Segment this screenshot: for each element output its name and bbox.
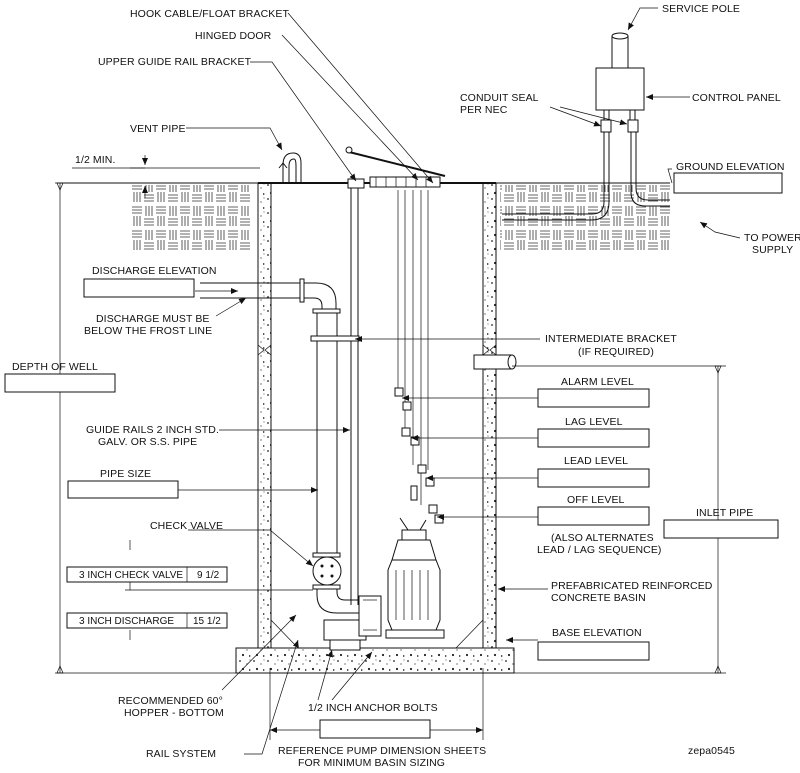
- label-to-power-2: SUPPLY: [752, 244, 793, 256]
- label-conduit-seal-1: CONDUIT SEAL: [460, 92, 539, 104]
- label-lag-level: LAG LEVEL: [565, 416, 623, 428]
- label-reference-1: REFERENCE PUMP DIMENSION SHEETS: [278, 745, 486, 757]
- vent-pipe: [278, 152, 302, 183]
- label-rail-system: RAIL SYSTEM: [146, 748, 216, 760]
- fill-in-boxes: [4, 172, 783, 739]
- label-guide-rails-1: GUIDE RAILS 2 INCH STD.: [86, 424, 219, 436]
- label-alternates-1: (ALSO ALTERNATES: [551, 532, 654, 544]
- discharge-pipe: [200, 278, 360, 614]
- pump-assembly: [323, 517, 445, 651]
- concrete-basin: [235, 182, 515, 674]
- float-switches: [394, 190, 444, 524]
- label-to-power-1: TO POWER: [744, 232, 800, 244]
- label-alternates-2: LEAD / LAG SEQUENCE): [537, 544, 662, 556]
- label-guide-rails-2: GALV. OR S.S. PIPE: [98, 436, 197, 448]
- label-check-valve: CHECK VALVE: [150, 520, 223, 532]
- label-prefab-1: PREFABRICATED REINFORCED: [551, 580, 713, 592]
- hinged-door: [345, 146, 446, 189]
- lag-level-box[interactable]: [537, 428, 650, 448]
- label-hopper-2: HOPPER - BOTTOM: [124, 707, 224, 719]
- label-hopper-1: RECOMMENDED 60°: [118, 695, 223, 707]
- label-hook-cable: HOOK CABLE/FLOAT BRACKET: [130, 8, 289, 20]
- control-panel-assembly: [502, 32, 670, 221]
- label-pipe-size: PIPE SIZE: [100, 468, 151, 480]
- label-control-panel: CONTROL PANEL: [692, 92, 781, 104]
- label-vent-pipe: VENT PIPE: [130, 123, 186, 135]
- table-row-name: 3 INCH DISCHARGE: [79, 616, 174, 627]
- label-anchor-bolts: 1/2 INCH ANCHOR BOLTS: [308, 702, 438, 714]
- label-conduit-seal-2: PER NEC: [460, 104, 508, 116]
- label-off-level: OFF LEVEL: [567, 494, 625, 506]
- label-prefab-2: CONCRETE BASIN: [551, 592, 646, 604]
- label-intermediate-1: INTERMEDIATE BRACKET: [545, 333, 677, 345]
- lead-level-box[interactable]: [537, 468, 650, 488]
- label-inlet-pipe: INLET PIPE: [696, 507, 753, 519]
- basin-sizing-box[interactable]: [319, 719, 431, 739]
- off-level-box[interactable]: [537, 506, 650, 526]
- discharge-elevation-box[interactable]: [83, 278, 195, 298]
- table-row-name: 3 INCH CHECK VALVE: [79, 570, 183, 581]
- label-alarm-level: ALARM LEVEL: [561, 376, 634, 388]
- soil-region: [60, 182, 670, 250]
- label-upper-guide: UPPER GUIDE RAIL BRACKET: [98, 56, 252, 68]
- depth-of-well-box[interactable]: [4, 373, 116, 393]
- label-discharge-elev: DISCHARGE ELEVATION: [92, 265, 217, 277]
- inlet-pipe-box[interactable]: [663, 519, 779, 539]
- label-depth-well: DEPTH OF WELL: [12, 361, 98, 373]
- label-intermediate-2: (IF REQUIRED): [578, 346, 654, 358]
- dimension-table: 3 INCH CHECK VALVE 9 1/2 3 INCH DISCHARG…: [66, 566, 228, 629]
- label-half-min: 1/2 MIN.: [75, 154, 115, 166]
- label-lead-level: LEAD LEVEL: [564, 455, 628, 467]
- alarm-level-box[interactable]: [537, 388, 650, 408]
- table-row-value: 15 1/2: [193, 616, 221, 627]
- label-base-elev: BASE ELEVATION: [552, 627, 642, 639]
- inlet-pipe: [473, 354, 517, 370]
- base-elevation-box[interactable]: [537, 641, 650, 661]
- guide-rails: [350, 188, 359, 605]
- label-ground-elev: GROUND ELEVATION: [676, 161, 785, 173]
- label-frost-1: DISCHARGE MUST BE: [96, 313, 210, 325]
- drawing-id: zepa0545: [688, 745, 735, 757]
- label-service-pole: SERVICE POLE: [662, 3, 740, 15]
- ground-elevation-box[interactable]: [673, 172, 783, 194]
- callout-labels: HOOK CABLE/FLOAT BRACKET HINGED DOOR UPP…: [12, 3, 800, 769]
- pipe-size-box[interactable]: [67, 480, 179, 499]
- label-hinged-door: HINGED DOOR: [195, 30, 272, 42]
- label-frost-2: BELOW THE FROST LINE: [84, 325, 212, 337]
- table-row-value: 9 1/2: [197, 570, 220, 581]
- label-reference-2: FOR MINIMUM BASIN SIZING: [298, 757, 445, 769]
